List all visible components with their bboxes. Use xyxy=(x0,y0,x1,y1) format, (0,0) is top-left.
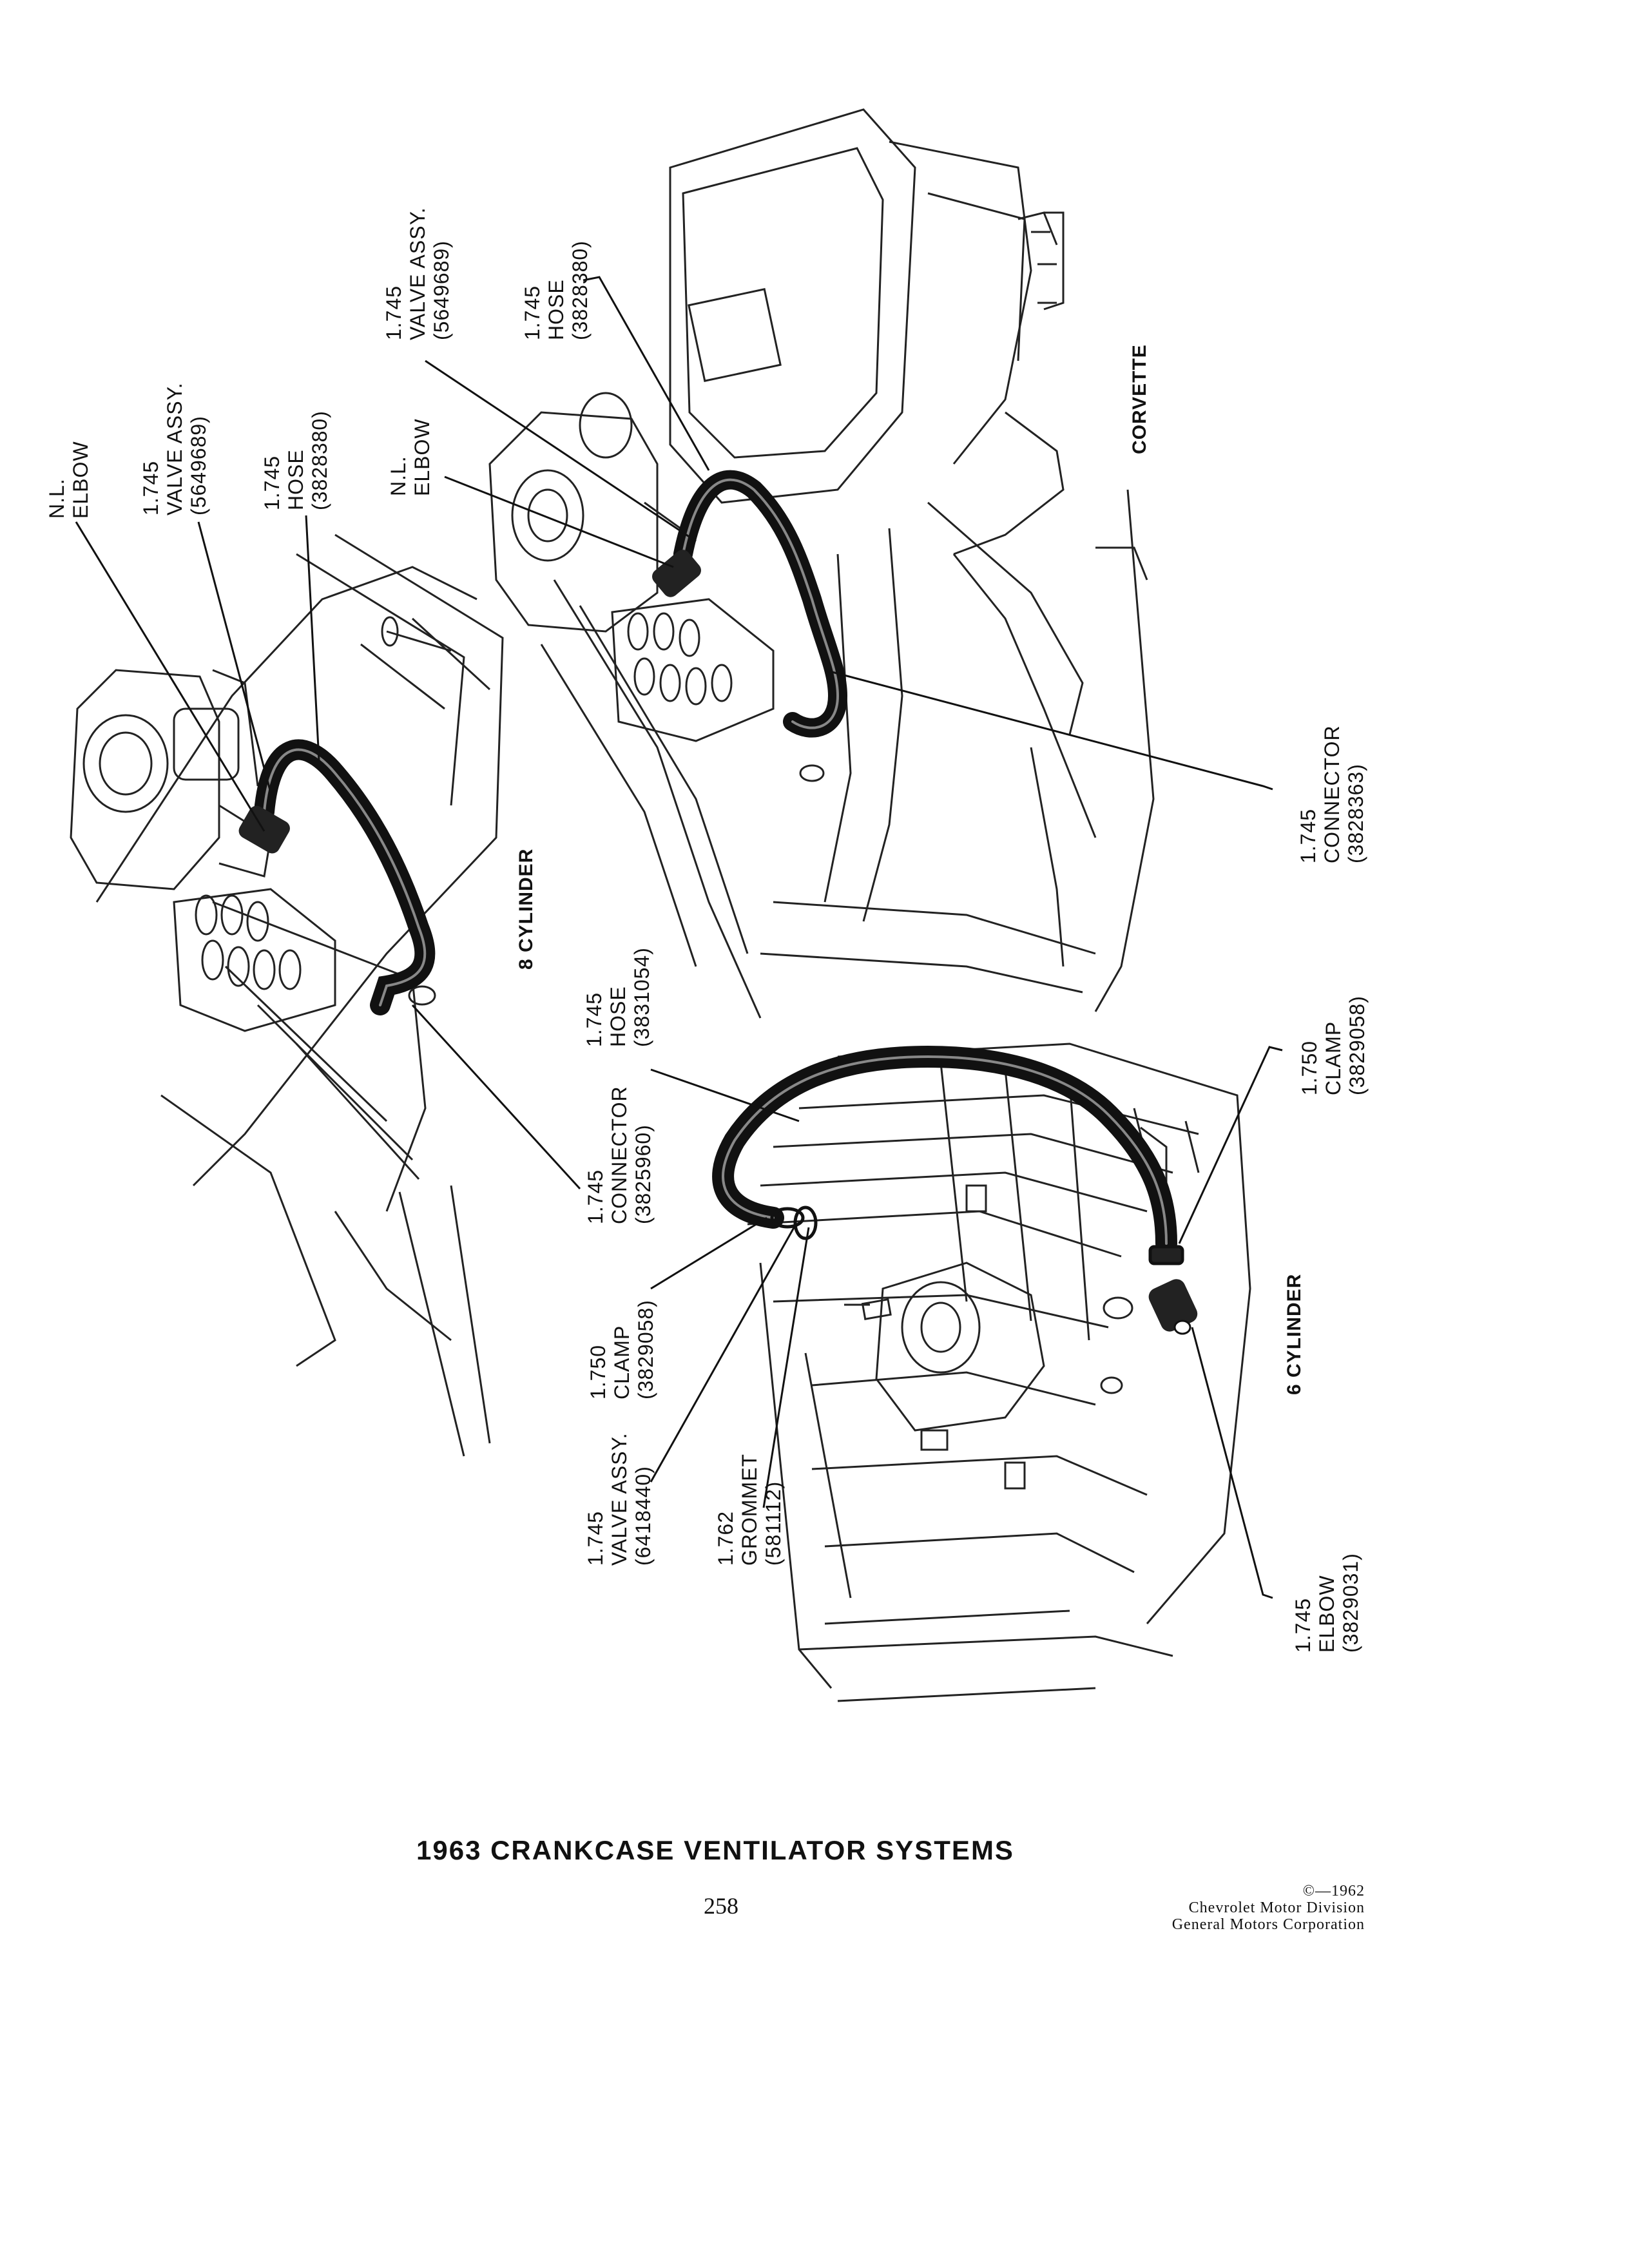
callout-line: VALVE ASSY. xyxy=(406,207,429,340)
callout-line: 1.745 xyxy=(260,455,284,510)
callout-line: CONNECTOR xyxy=(1320,725,1344,863)
callout-v8-hose: 1.745 HOSE (3828380) xyxy=(260,410,332,510)
six-cylinder-engine-drawing xyxy=(747,1043,1251,1702)
heading-six-cylinder: 6 CYLINDER xyxy=(1284,1273,1305,1395)
callout-six-elbow: 1.745 ELBOW (3829031) xyxy=(1291,1553,1363,1653)
callout-line: ELBOW xyxy=(69,441,92,519)
heading-eight-cylinder: 8 CYLINDER xyxy=(516,848,537,970)
credit-line: Chevrolet Motor Division xyxy=(1188,1899,1365,1916)
callout-line: (5649689) xyxy=(187,416,210,515)
callout-line: (3829058) xyxy=(634,1300,657,1399)
callout-line: CLAMP xyxy=(1322,1021,1345,1095)
copyright-credit: ©—1962 Chevrolet Motor Division General … xyxy=(1172,1883,1365,1933)
callout-v8-connector: 1.745 CONNECTOR (3825960) xyxy=(584,1086,655,1224)
callout-line: (3825960) xyxy=(631,1124,655,1224)
callout-line: (3828380) xyxy=(308,410,331,510)
six-cylinder-elbow xyxy=(1148,1279,1198,1335)
callout-six-grommet: 1.762 GROMMET (581112) xyxy=(714,1454,786,1566)
callout-line: CONNECTOR xyxy=(608,1086,631,1224)
callout-line: 1.750 xyxy=(586,1344,610,1399)
callout-line: 1.745 xyxy=(521,285,544,340)
page-title: 1963 CRANKCASE VENTILATOR SYSTEMS xyxy=(416,1835,1014,1865)
six-cylinder-clamps xyxy=(770,1206,1184,1265)
callout-line: N.L. xyxy=(45,478,68,519)
callout-line: ELBOW xyxy=(410,418,434,496)
callout-line: (3831054) xyxy=(630,947,653,1047)
callout-line: GROMMET xyxy=(738,1453,761,1566)
callout-line: (581112) xyxy=(762,1481,785,1566)
callout-line: HOSE xyxy=(545,279,568,340)
callout-line: (3829058) xyxy=(1345,995,1369,1095)
callout-vette-valve: 1.745 VALVE ASSY. (5649689) xyxy=(382,207,454,340)
corvette-elbow xyxy=(652,550,701,597)
callout-line: CLAMP xyxy=(610,1325,633,1399)
callout-line: (3829031) xyxy=(1339,1553,1362,1653)
callout-line: (5649689) xyxy=(430,240,453,340)
callout-line: VALVE ASSY. xyxy=(608,1432,631,1566)
callout-line: 1.745 xyxy=(382,285,405,340)
callout-six-clamp-left: 1.750 CLAMP (3829058) xyxy=(586,1300,658,1399)
callout-v8-elbow: N.L. ELBOW xyxy=(45,441,93,519)
callout-six-hose: 1.745 HOSE (3831054) xyxy=(583,947,654,1047)
callout-line: 1.745 xyxy=(583,992,606,1047)
eight-cylinder-engine-drawing xyxy=(70,533,504,1457)
credit-line: General Motors Corporation xyxy=(1171,1916,1365,1933)
callout-line: VALVE ASSY. xyxy=(163,382,186,515)
callout-line: 1.745 xyxy=(1291,1597,1315,1653)
heading-corvette: CORVETTE xyxy=(1129,344,1150,454)
callout-v8-valve: 1.745 VALVE ASSY. (5649689) xyxy=(139,382,211,515)
callout-line: 1.750 xyxy=(1298,1040,1321,1095)
callout-vette-connector: 1.745 CONNECTOR (3828363) xyxy=(1296,725,1368,863)
callout-line: HOSE xyxy=(606,986,630,1047)
callout-line: ELBOW xyxy=(1315,1575,1338,1653)
corvette-hose xyxy=(673,470,848,738)
callout-line: 1.745 xyxy=(1296,808,1320,863)
callout-line: N.L. xyxy=(387,456,410,496)
callout-vette-hose: 1.745 HOSE (3828380) xyxy=(521,240,592,340)
callout-line: (3828363) xyxy=(1344,764,1367,863)
credit-line: ©—1962 xyxy=(1302,1883,1365,1899)
callout-vette-elbow: N.L. ELBOW xyxy=(387,418,434,496)
six-cylinder-hose xyxy=(712,1045,1177,1254)
callout-line: (6418440) xyxy=(631,1466,655,1566)
callout-line: 1.745 xyxy=(139,460,162,515)
callout-six-valve: 1.745 VALVE ASSY. (6418440) xyxy=(584,1432,655,1566)
callout-line: 1.762 xyxy=(714,1510,737,1566)
callout-line: HOSE xyxy=(284,449,307,510)
eight-cylinder-hose xyxy=(254,739,436,1015)
callout-line: 1.745 xyxy=(584,1169,607,1224)
callout-line: (3828380) xyxy=(568,240,592,340)
callout-leader-lines xyxy=(75,276,1283,1599)
callout-six-clamp-top: 1.750 CLAMP (3829058) xyxy=(1298,995,1369,1095)
page-number: 258 xyxy=(704,1893,738,1919)
corvette-engine-drawing xyxy=(488,108,1155,1019)
callout-line: 1.745 xyxy=(584,1510,607,1566)
